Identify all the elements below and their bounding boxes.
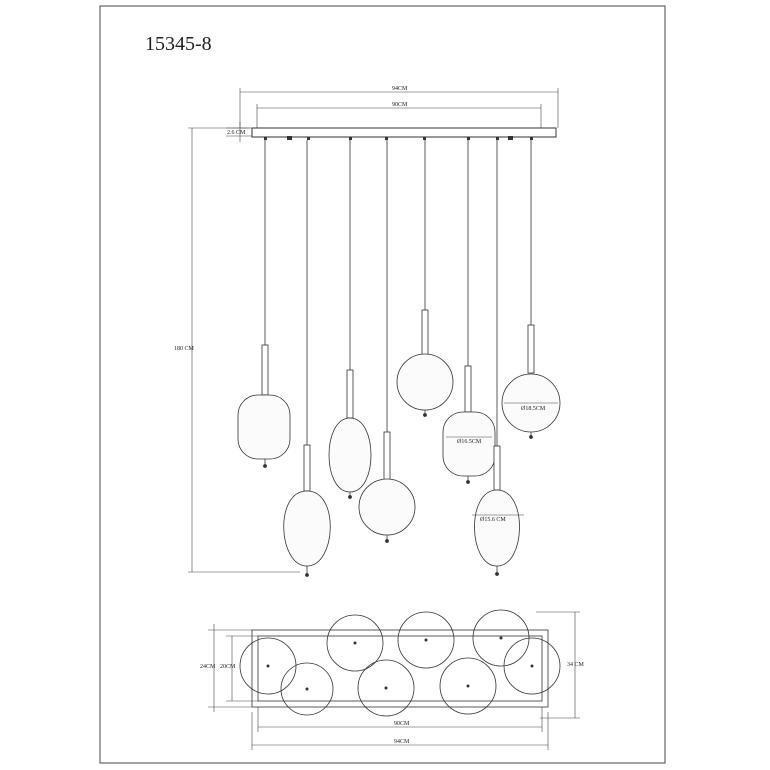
shade-diameter-b-label: Ø16.5CM	[457, 439, 482, 445]
plan-width-outer-label: 94CM	[394, 739, 410, 745]
canopy-inner-width-label: 90CM	[392, 102, 408, 108]
drawing-frame	[99, 5, 666, 764]
plan-width-inner-label: 90CM	[394, 721, 410, 727]
pendant-8	[501, 140, 561, 439]
plan-depth-right-label: 34 CM	[567, 662, 585, 668]
plan-dimensions	[208, 611, 580, 750]
diameter-callout-lines	[446, 402, 558, 516]
pendant-5	[396, 140, 454, 417]
shade-diameter-a-label: Ø18.5CM	[521, 406, 546, 412]
model-number: 15345-8	[145, 33, 212, 55]
pendant-6	[442, 140, 496, 484]
canopy-total-width-label: 94CM	[392, 86, 408, 92]
canopy-height-label: 2.6 CM	[227, 130, 246, 136]
canopy-dimensions	[188, 88, 559, 573]
shade-diameter-c-label: Ø15.6 CM	[480, 517, 506, 523]
pendant-4	[358, 140, 416, 543]
plan-view	[239, 609, 561, 717]
plan-view-mount-points	[266, 636, 534, 691]
plan-depth-outer-label: 24CM	[200, 664, 216, 670]
pendant-1	[237, 140, 291, 468]
canopy-fittings	[264, 136, 533, 140]
pendant-3	[328, 140, 372, 499]
pendant-2	[283, 140, 331, 577]
overall-drop-label: 180 CM	[174, 346, 195, 352]
plan-depth-inner-label: 20CM	[220, 664, 236, 670]
canopy	[251, 127, 557, 138]
pendant-7	[474, 140, 520, 576]
